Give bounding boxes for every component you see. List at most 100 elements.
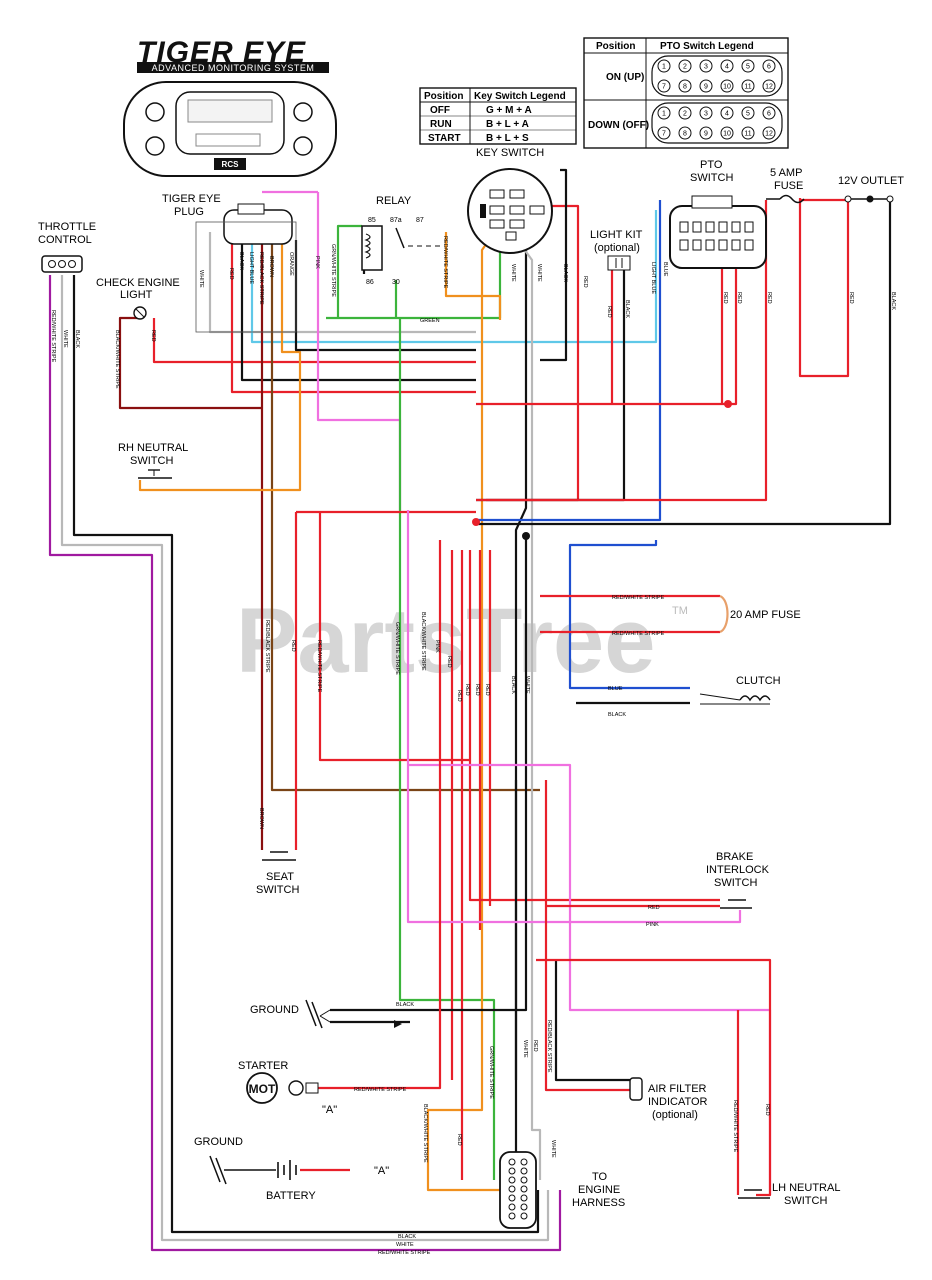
wire-label: WHITE	[524, 676, 530, 694]
pto-switch-pin	[692, 221, 702, 233]
engine-harness-pin	[520, 1194, 528, 1202]
pto-legend-pin-number: 11	[744, 131, 751, 138]
wire-label: RED/WHITE STRIPE	[442, 236, 448, 289]
wire-label: BROWN	[258, 808, 264, 829]
engine-harness-pin	[520, 1158, 528, 1166]
wire-label: RED	[464, 684, 470, 696]
relay-green-1	[336, 224, 362, 318]
wire-label: RED/WHITE STRIPE	[612, 631, 665, 637]
rh-neutral-switch: RH NEUTRAL SWITCH	[118, 442, 188, 479]
wire-label: BLACK	[238, 252, 244, 270]
starter-motor-text: MOT	[249, 1082, 276, 1096]
pto-legend-row-label: ON (UP)	[606, 72, 644, 83]
air-filter-red	[544, 906, 630, 1092]
tiger-eye-logo: TIGER EYE ADVANCED MONITORING SYSTEM	[132, 33, 330, 75]
wire-label: GRN/WHITE STRIPE	[330, 244, 336, 297]
wire-label: WHITE	[62, 330, 68, 348]
light-kit-label: LIGHT KIT	[590, 229, 643, 241]
engine-harness-pin	[508, 1158, 516, 1166]
wire-label: BLACK	[608, 712, 626, 718]
pto-legend-pin	[741, 79, 755, 93]
pto-switch: PTO SWITCH	[669, 159, 767, 269]
wire-label: RED/BLACK STRIPE	[258, 252, 264, 305]
red-bus	[536, 958, 772, 1010]
wire-label: RED	[474, 684, 480, 696]
key-black-top	[540, 168, 568, 362]
key-legend-row-value: G + M + A	[486, 105, 532, 116]
pto-legend-pin	[678, 79, 692, 93]
throttle-label: THROTTLE	[38, 221, 96, 233]
wire-label: GREEN	[420, 318, 440, 324]
pto-switch-pin	[744, 221, 754, 233]
fuse-5amp-label: 5 AMP	[770, 167, 802, 179]
pto-legend-pin-number: 7	[662, 131, 666, 138]
wire-label: RED	[848, 292, 854, 304]
engine-label: TO	[592, 1171, 608, 1183]
black-ground	[330, 536, 528, 1012]
pto-legend-pin	[657, 106, 671, 120]
wire-label: RED/WHITE STRIPE	[732, 1100, 738, 1153]
outlet-black	[476, 200, 892, 526]
pto-legend-pin	[699, 106, 713, 120]
ground-label: GROUND	[194, 1136, 243, 1148]
fuse-5amp: 5 AMP FUSE	[766, 167, 805, 204]
wire-label: LIGHT BLUE	[248, 252, 254, 284]
pto-legend-pin	[699, 79, 713, 93]
logo-subtext: ADVANCED MONITORING SYSTEM	[152, 63, 315, 73]
wires	[48, 168, 892, 1252]
pto-legend-pin	[720, 79, 734, 93]
wire-label: RED/BLACK STRIPE	[264, 620, 270, 673]
clutch: CLUTCH	[699, 675, 781, 705]
pto-legend-pin-number: 1	[662, 64, 666, 71]
key-white	[515, 237, 542, 1180]
pto-legend-pin	[720, 106, 734, 120]
pto-legend-pin	[741, 106, 755, 120]
fuse5-red	[476, 200, 768, 502]
wire-label: RED	[648, 905, 660, 911]
pto-legend-pin	[699, 59, 713, 73]
display-mark: RCS	[222, 160, 240, 169]
relay-pin-label: 86	[366, 279, 374, 286]
wire-label: RED	[766, 292, 772, 304]
battery-ground: GROUND BATTERY "A"	[194, 1136, 389, 1202]
pto-legend-pin	[762, 59, 776, 73]
starter-red	[318, 540, 442, 1090]
pto-legend-pin	[741, 59, 755, 73]
wire-label: PINK	[434, 640, 440, 653]
lh-red	[756, 1010, 772, 1197]
fuse-5amp-label: FUSE	[774, 180, 803, 192]
pto-legend-pin-number: 4	[725, 111, 729, 118]
wire-label: RED/WHITE STRIPE	[612, 595, 665, 601]
wire-label: BLACK	[398, 1234, 416, 1240]
engine-harness-pin	[520, 1176, 528, 1184]
wire-label: WHITE	[536, 264, 542, 282]
relay-pin-label: 87	[416, 217, 424, 224]
fuse-20amp-label: 20 AMP FUSE	[730, 609, 801, 621]
engine-harness-pin	[520, 1212, 528, 1220]
pto-legend-pin	[762, 79, 776, 93]
lh-neutral-label: SWITCH	[784, 1195, 827, 1207]
engine-harness-connector: TO ENGINE HARNESS	[499, 1151, 625, 1229]
plug-label: TIGER EYE	[162, 193, 221, 205]
pto-legend-pin-number: 6	[767, 111, 771, 118]
pto-legend-pin	[678, 59, 692, 73]
pink-brake	[406, 510, 742, 924]
pto-legend-pin-number: 6	[767, 64, 771, 71]
pto-legend-pin-number: 7	[662, 84, 666, 91]
relay-pin-label: 87a	[390, 217, 402, 224]
battery-a-label: "A"	[374, 1165, 389, 1177]
starter-a-label: "A"	[322, 1104, 337, 1116]
air-filter-label: INDICATOR	[648, 1096, 708, 1108]
engine-harness-pin	[520, 1167, 528, 1175]
pto-switch-pin	[705, 221, 715, 233]
wire-label: BLACK	[396, 1002, 414, 1008]
red-fan-3	[468, 550, 720, 902]
outlet-12v: 12V OUTLET	[838, 175, 904, 203]
wire-label: WHITE	[510, 264, 516, 282]
engine-harness-pin	[520, 1203, 528, 1211]
pto-switch-pin	[718, 221, 728, 233]
wire-color-labels: GREEN BLUE BLACK RED/WHITE STRIPE RED/WH…	[50, 236, 896, 1256]
wire-label: RED	[228, 268, 234, 280]
black-splice-dot	[522, 532, 530, 540]
